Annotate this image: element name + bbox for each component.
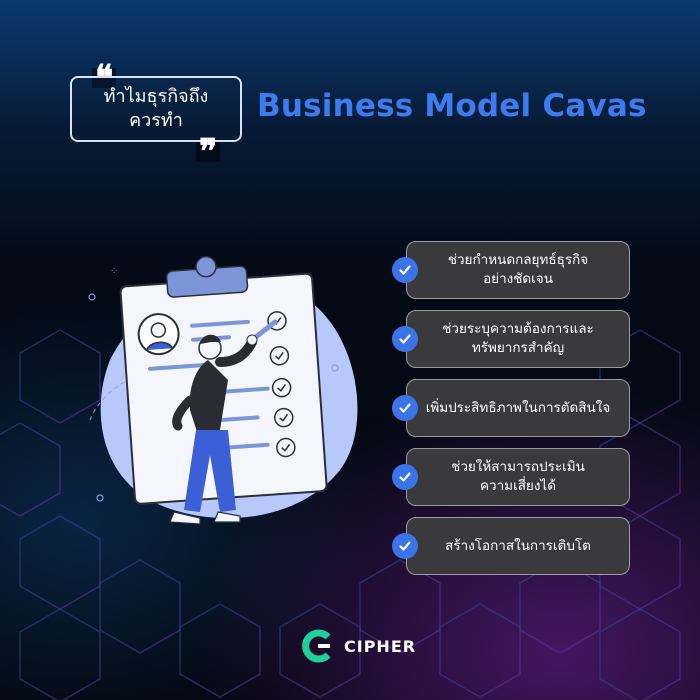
benefit-1-line-2: อย่างชัดเจน: [483, 271, 553, 287]
check-circle-icon: [392, 533, 418, 559]
benefit-1-line-1: ช่วยกำหนดกลยุทธ์ธุรกิจ: [447, 252, 589, 268]
check-circle-icon: [392, 464, 418, 490]
brand-logo: CIPHER: [300, 628, 416, 664]
benefit-card-growth: สร้างโอกาสในการเติบโต: [406, 517, 630, 575]
benefit-3-line-1: เพิ่มประสิทธิภาพในการตัดสินใจ: [425, 399, 611, 416]
question-line-2: ควรทำ: [129, 110, 183, 131]
check-circle-icon: [392, 326, 418, 352]
question-line-1: ทำไมธุรกิจถึง: [103, 86, 209, 107]
open-quote-icon: ❝: [92, 61, 117, 95]
check-circle-icon: [392, 395, 418, 421]
svg-text:⁘: ⁘: [110, 266, 118, 277]
benefit-4-line-2: ความเสี่ยงได้: [479, 478, 556, 494]
clipboard-checklist-illustration: ⁘: [88, 255, 358, 525]
page-title: Business Model Cavas: [257, 88, 647, 124]
benefit-card-risk: ช่วยให้สามารถประเมินความเสี่ยงได้: [406, 448, 630, 506]
benefit-4-line-1: ช่วยให้สามารถประเมิน: [451, 459, 585, 475]
benefit-card-strategy: ช่วยกำหนดกลยุทธ์ธุรกิจอย่างชัดเจน: [406, 241, 630, 299]
benefit-card-resources: ช่วยระบุความต้องการและทรัพยากรสำคัญ: [406, 310, 630, 368]
brand-name: CIPHER: [344, 636, 417, 656]
cipher-c-logo-icon: [302, 629, 331, 663]
question-box: ทำไมธุรกิจถึง ควรทำ: [70, 76, 242, 142]
benefit-5-line-1: สร้างโอกาสในการเติบโต: [445, 537, 591, 554]
benefit-2-line-1: ช่วยระบุความต้องการและ: [442, 321, 594, 337]
benefit-card-decision: เพิ่มประสิทธิภาพในการตัดสินใจ: [406, 379, 630, 437]
close-quote-icon: ❞: [196, 135, 221, 169]
check-circle-icon: [392, 257, 418, 283]
benefit-2-line-2: ทรัพยากรสำคัญ: [471, 340, 565, 356]
